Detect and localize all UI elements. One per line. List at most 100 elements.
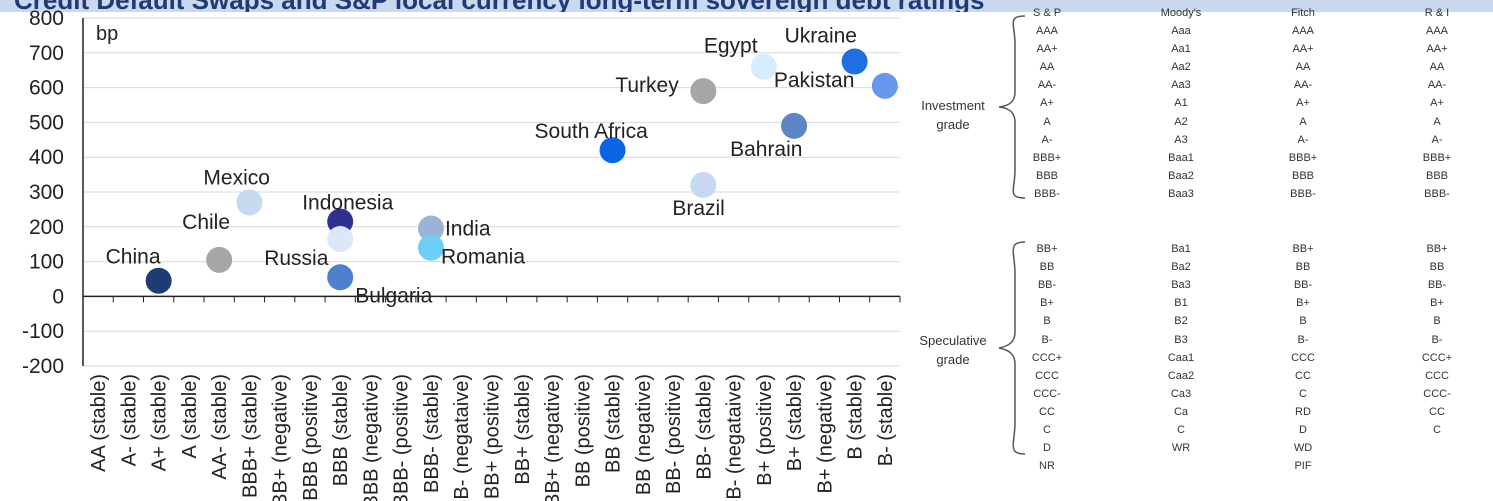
- table-cell: AAA: [1035, 25, 1058, 37]
- table-cell: B-: [1431, 333, 1443, 346]
- table-cell: B+: [1296, 297, 1310, 310]
- point-label: Turkey: [615, 74, 679, 97]
- x-tick-label: BB- (positive): [663, 374, 685, 494]
- chart-title-partial: Credit Default Swaps and S&P local curre…: [14, 0, 984, 12]
- x-tick-label: B+ (stable): [784, 374, 806, 471]
- table-cell: NR: [1039, 460, 1055, 473]
- x-tick-label: B+ (positive): [754, 374, 776, 486]
- y-tick-label: 800: [29, 7, 64, 30]
- y-tick-label: 300: [29, 181, 64, 204]
- x-tick-label: A- (stable): [118, 374, 140, 466]
- y-tick-label: -200: [22, 355, 64, 378]
- x-tick-label: BBB (positive): [300, 374, 322, 501]
- speculative-brace: [998, 241, 1026, 455]
- table-cell: BB-: [1037, 279, 1057, 292]
- table-cell: CCC-: [1423, 387, 1451, 400]
- table-cell: D: [1299, 424, 1307, 436]
- x-tick-label: BB+ (negative): [542, 374, 564, 501]
- data-point: [327, 264, 354, 291]
- y-tick-label: 700: [29, 42, 64, 65]
- table-cell: CCC: [1291, 351, 1315, 364]
- table-cell: BBB+: [1032, 151, 1062, 164]
- table-cell: Ba2: [1171, 261, 1191, 274]
- table-cell: AA+: [1036, 43, 1058, 56]
- data-point: [599, 137, 626, 164]
- table-cell: AA+: [1292, 43, 1314, 56]
- table-cell: Baa2: [1168, 169, 1194, 182]
- x-tick-label: B (stable): [845, 374, 867, 460]
- x-tick-label: AA- (stable): [209, 374, 231, 480]
- point-label: Pakistan: [774, 69, 855, 92]
- table-cell: B+: [1430, 297, 1444, 310]
- x-tick-label: A+ (stable): [149, 374, 171, 471]
- point-label: Brazil: [672, 197, 725, 220]
- table-cell: B-: [1041, 333, 1053, 346]
- table-cell: CCC+: [1421, 351, 1453, 364]
- x-tick-label: B+ (negative): [814, 374, 836, 494]
- table-cell: Aa1: [1171, 43, 1191, 56]
- axes: [82, 18, 900, 366]
- speculative-grade-label: Speculative grade: [905, 331, 1001, 369]
- table-cell: CCC: [1035, 369, 1059, 382]
- table-cell: BBB-: [1034, 187, 1060, 200]
- table-cell: B: [1433, 315, 1441, 328]
- table-cell: Aa3: [1171, 79, 1191, 92]
- data-point: [781, 112, 808, 139]
- table-cell: AAA: [1291, 25, 1314, 37]
- point-label: Russia: [264, 247, 329, 270]
- x-tick-label: BB- (stable): [693, 374, 715, 480]
- table-cell: Aa2: [1171, 61, 1191, 74]
- point-label: Bulgaria: [355, 284, 432, 307]
- data-points: [145, 48, 898, 294]
- table-cell: BB: [1295, 261, 1311, 274]
- table-cell: CC: [1039, 405, 1055, 418]
- table-cell: B+: [1040, 297, 1054, 310]
- table-cell: B2: [1174, 315, 1188, 328]
- table-cell: Ca: [1173, 405, 1189, 418]
- table-cell: BB-: [1427, 279, 1447, 292]
- data-point: [206, 246, 233, 273]
- x-tick-label: BBB (stable): [330, 374, 352, 486]
- table-cell: BBB+: [1288, 151, 1318, 164]
- table-cell: PIF: [1294, 460, 1312, 473]
- x-tick-label: BBB+ (negative): [270, 374, 292, 501]
- table-header-cell: S & P: [1032, 7, 1062, 19]
- data-point: [871, 72, 898, 99]
- point-label: Indonesia: [302, 192, 393, 215]
- table-cell: B3: [1174, 333, 1188, 346]
- point-labels: ChinaChileMexicoIndonesiaRussiaBulgariaI…: [106, 25, 857, 308]
- investment-brace: [998, 15, 1026, 199]
- y-tick-label: 500: [29, 111, 64, 134]
- table-cell: AA-: [1037, 79, 1057, 92]
- x-tick-label: BBB (negative): [360, 374, 382, 501]
- table-cell: CC: [1429, 405, 1445, 418]
- table-cell: AA-: [1427, 79, 1447, 92]
- table-cell: RD: [1295, 405, 1311, 418]
- y-tick-label: 400: [29, 146, 64, 169]
- x-tick-label: BB (positive): [572, 374, 594, 487]
- table-cell: Ca3: [1170, 387, 1192, 400]
- table-cell: AA: [1295, 61, 1311, 74]
- table-cell: WR: [1171, 442, 1191, 455]
- x-tick-label: BBB- (positive): [391, 374, 413, 501]
- x-tick-label: BB- (negataive): [724, 374, 746, 501]
- table-cell: BB-: [1293, 279, 1313, 292]
- table-cell: A+: [1296, 97, 1310, 110]
- table-cell: A-: [1297, 133, 1309, 146]
- table-cell: BB+: [1036, 243, 1058, 255]
- table-cell: Caa2: [1167, 369, 1195, 382]
- table-cell: CCC+: [1031, 351, 1063, 364]
- point-label: Mexico: [203, 166, 270, 189]
- investment-grade-text: Investment grade: [921, 98, 985, 132]
- table-cell: A3: [1174, 133, 1188, 146]
- data-point: [236, 189, 263, 216]
- investment-grade-label: Investment grade: [905, 96, 1001, 134]
- table-cell: AA+: [1426, 43, 1448, 56]
- x-tick-label: BB+ (positive): [482, 374, 504, 499]
- table-cell: C: [1299, 387, 1307, 400]
- table-cell: AAA: [1425, 25, 1448, 37]
- table-cell: BBB: [1035, 169, 1058, 182]
- data-point: [417, 234, 444, 261]
- point-label: Chile: [182, 211, 230, 234]
